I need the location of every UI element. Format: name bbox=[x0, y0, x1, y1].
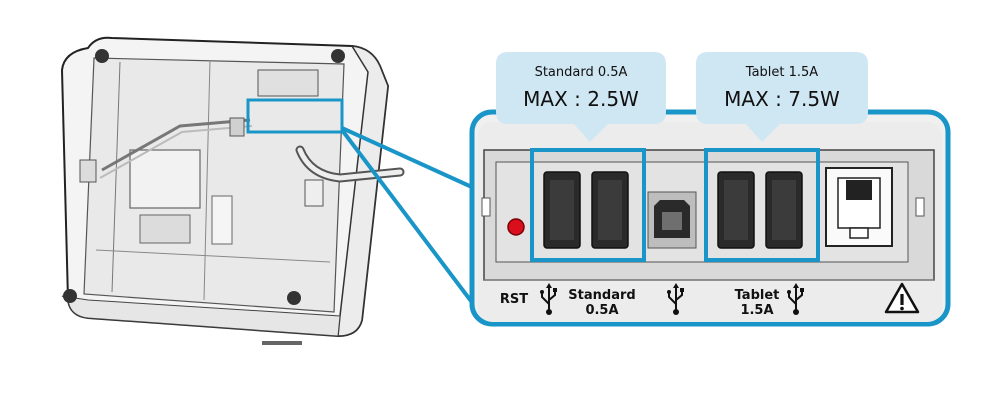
tablet-label-line1: Tablet bbox=[735, 288, 780, 303]
device-port-highlight bbox=[246, 98, 344, 134]
callout-tablet-line2: MAX : 7.5W bbox=[724, 87, 840, 111]
callout-tablet: Tablet 1.5A MAX : 7.5W bbox=[696, 52, 868, 142]
standard-usb-ports bbox=[530, 148, 646, 262]
callout-standard-line2: MAX : 2.5W bbox=[523, 87, 639, 111]
callout-standard-line1: Standard 0.5A bbox=[535, 65, 628, 80]
standard-label-line2: 0.5A bbox=[585, 303, 618, 318]
callout-standard: Standard 0.5A MAX : 2.5W bbox=[496, 52, 666, 142]
tablet-usb-ports bbox=[704, 148, 820, 262]
reset-button-icon bbox=[507, 218, 525, 236]
standard-label-line1: Standard bbox=[568, 288, 635, 303]
rst-label: RST bbox=[500, 292, 528, 307]
rj-jack-icon bbox=[825, 167, 893, 247]
callout-tablet-line1: Tablet 1.5A bbox=[745, 65, 819, 80]
warning-triangle-icon bbox=[884, 282, 920, 314]
zoom-connector-top bbox=[341, 126, 475, 190]
zoom-connector-bottom bbox=[340, 128, 476, 307]
usb-b-port bbox=[647, 191, 697, 249]
device-illustration bbox=[60, 36, 405, 345]
tablet-label-line2: 1.5A bbox=[740, 303, 773, 318]
